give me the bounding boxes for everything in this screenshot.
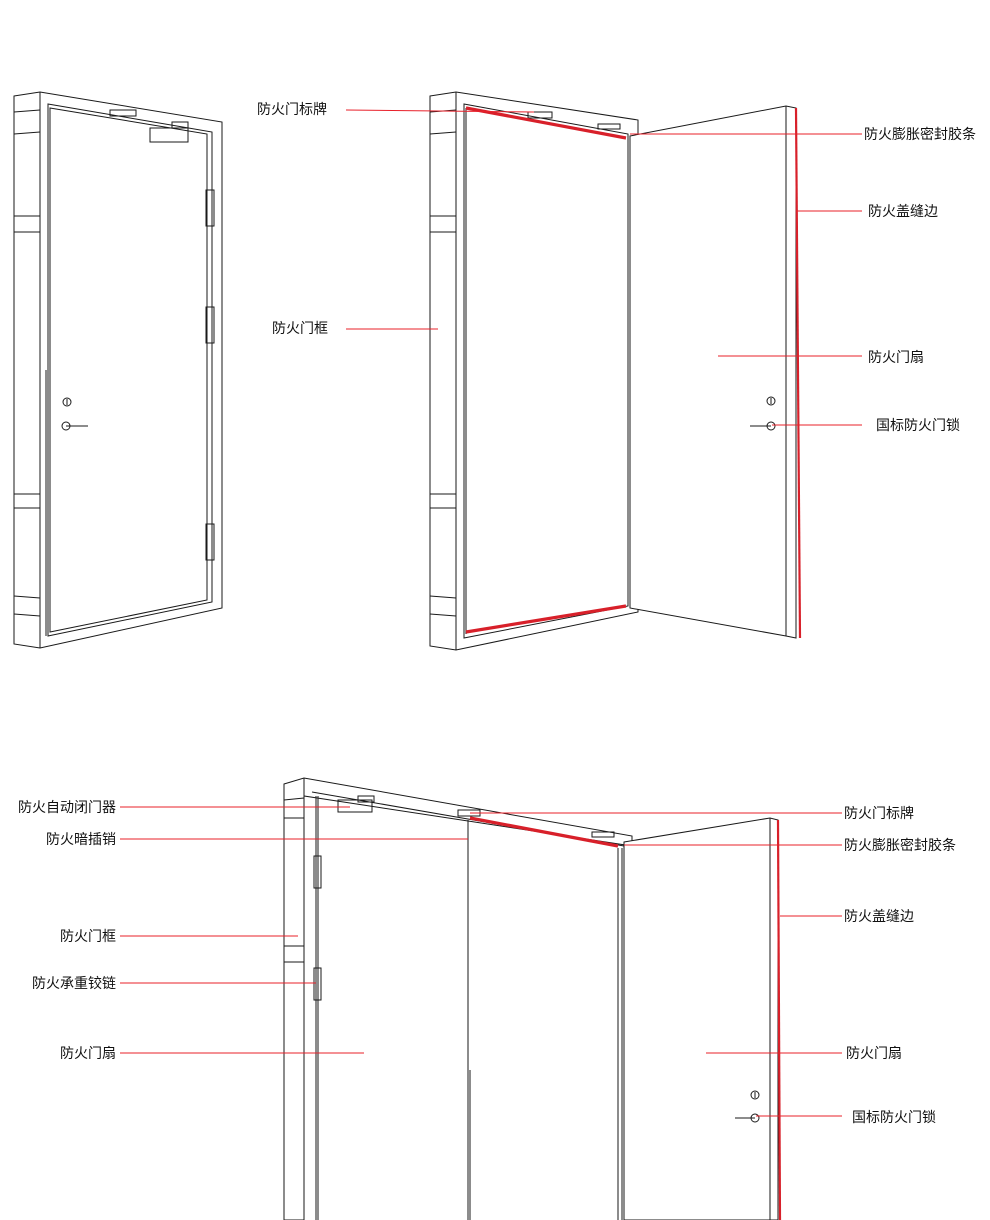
label-frame-2: 防火门框 [60, 929, 116, 945]
diagram2-leaders [120, 806, 842, 1117]
label-sign: 防火门标牌 [257, 101, 327, 118]
label-leaf-right: 防火门扇 [846, 1046, 902, 1062]
label-leaf: 防火门扇 [868, 350, 924, 366]
label-frame: 防火门框 [272, 321, 328, 337]
closed-door-drawing [13, 91, 223, 649]
label-lock-2: 国标防火门锁 [852, 1110, 936, 1126]
label-seal-strip: 防火膨胀密封胶条 [864, 126, 976, 143]
double-door-drawing [283, 777, 782, 1220]
label-lock: 国标防火门锁 [876, 418, 960, 434]
label-flush-bolt: 防火暗插销 [46, 832, 116, 848]
label-leaf-left: 防火门扇 [60, 1046, 116, 1062]
label-closer: 防火自动闭门器 [18, 800, 116, 816]
open-door-drawing [429, 91, 802, 651]
label-hinge: 防火承重铰链 [32, 976, 116, 992]
label-seal-strip-2: 防火膨胀密封胶条 [844, 837, 956, 854]
diagram1-leaders [345, 109, 862, 426]
label-cover-edge-2: 防火盖缝边 [844, 909, 914, 925]
diagram1-labels: 防火门标牌 防火膨胀密封胶条 防火盖缝边 防火门框 防火门扇 国标防火门锁 [257, 101, 976, 434]
label-sign-2: 防火门标牌 [844, 805, 914, 822]
label-cover-edge: 防火盖缝边 [868, 204, 938, 220]
diagram2-labels: 防火自动闭门器 防火暗插销 防火门框 防火承重铰链 防火门扇 防火门标牌 防火膨… [18, 800, 956, 1126]
